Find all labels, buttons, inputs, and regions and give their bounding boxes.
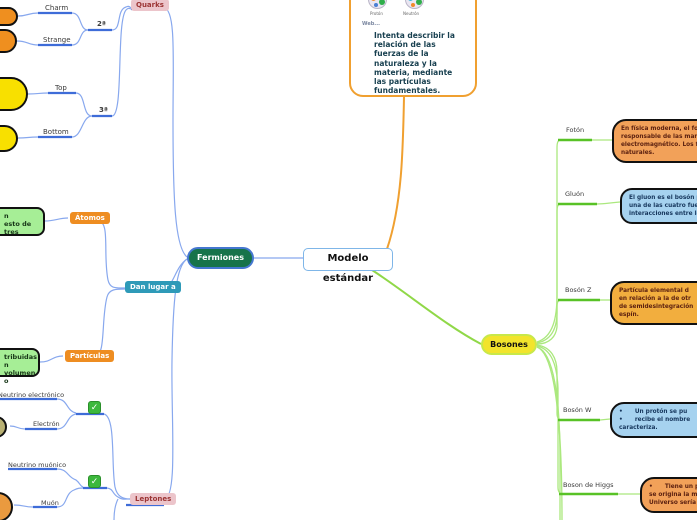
desc-line: En física moderna, el fot — [621, 126, 697, 132]
quark-bottom-pill[interactable] — [0, 125, 18, 152]
quark-top-label[interactable]: Top — [55, 84, 67, 92]
desc-line: responsable de las mani — [621, 134, 697, 140]
gluon-label[interactable]: Gluón — [565, 190, 585, 198]
quark-dot-icon — [408, 0, 413, 1]
desc-line: una de las cuatro fuerzas — [629, 203, 697, 209]
desc-line: • Un protón se pu — [619, 409, 688, 415]
web-link[interactable]: Web... — [362, 21, 381, 27]
particulas-badge[interactable]: Partículas — [65, 350, 115, 362]
blue-thin-links — [9, 5, 303, 520]
boson-w-desc-box[interactable]: • Un protón se pu • recibe el nombre car… — [610, 402, 697, 438]
quark-strange-label[interactable]: Strange — [43, 36, 71, 44]
desc-line: El gluon es el bosón port — [629, 195, 697, 201]
info-text-line: relación de las — [374, 40, 436, 50]
checkmark-icon[interactable]: ✓ — [88, 475, 101, 488]
dan-lugar-a-badge[interactable]: Dan lugar a — [125, 281, 181, 293]
info-text-line: fundamentales. — [374, 86, 441, 96]
quarks-badge[interactable]: Quarks — [131, 0, 169, 11]
quark-charm-pill[interactable] — [0, 7, 18, 26]
neutron-caption: Neutrón — [403, 11, 420, 16]
desc-line: • recibe el nombre — [619, 417, 691, 423]
foton-label[interactable]: Fotón — [566, 126, 585, 134]
info-text-line: materia, mediante — [374, 67, 453, 77]
quark-dot-icon — [374, 3, 378, 7]
desc-line: de semidesintegración — [619, 304, 694, 310]
leptones-badge[interactable]: Leptones — [130, 493, 177, 505]
proton-caption: Protón — [370, 11, 383, 16]
info-card-text: Intenta describir la relación de las fue… — [374, 31, 474, 95]
neutrino-muonico-label[interactable]: Neutrino muónico — [8, 461, 67, 469]
quark-top-pill[interactable] — [0, 77, 28, 111]
quark-strange-pill[interactable] — [0, 29, 17, 53]
checkmark-icon[interactable]: ✓ — [88, 401, 101, 414]
quark-dot-icon — [371, 0, 376, 1]
boson-z-label[interactable]: Bosón Z — [565, 286, 592, 294]
atomos-note-line: n — [4, 212, 9, 220]
foton-desc-box[interactable]: En física moderna, el fot responsable de… — [612, 119, 697, 163]
muon-label[interactable]: Muón — [41, 499, 59, 507]
gluon-desc-box[interactable]: El gluon es el bosón port una de las cua… — [620, 188, 697, 224]
quark-bottom-label[interactable]: Bottom — [43, 128, 69, 136]
atomos-badge[interactable]: Átomos — [70, 212, 110, 224]
root-node[interactable]: Modelo estándar — [303, 248, 393, 284]
muon-image[interactable] — [0, 492, 13, 520]
desc-line: en relación a la de otr — [619, 296, 691, 302]
desc-line: espín. — [619, 312, 639, 318]
desc-line: se origina la m — [649, 492, 697, 498]
info-text-line: fuerzas de la — [374, 49, 429, 59]
info-text-line: Intenta describir la — [374, 31, 455, 40]
info-text-line: naturaleza y la — [374, 58, 437, 68]
quark-dot-icon — [379, 0, 385, 5]
desc-line: electromagnético. Los fo — [621, 142, 697, 148]
particulas-note[interactable]: tribuidas n volumen o — [0, 348, 40, 385]
generation-3-label[interactable]: 3ª — [99, 106, 108, 114]
boson-w-label[interactable]: Bosón W — [563, 406, 592, 414]
root-to-bosones-link — [371, 269, 482, 345]
desc-line: Universo sería — [649, 500, 696, 506]
atomos-note[interactable]: n esto de tres — [0, 207, 45, 236]
desc-line: Partícula elemental d — [619, 288, 689, 294]
desc-line: • Tiene un p — [649, 484, 697, 490]
particulas-note-line: n volumen o — [4, 361, 36, 385]
boson-higgs-label[interactable]: Boson de Higgs — [563, 481, 614, 489]
root-to-infocard-link — [386, 96, 405, 250]
desc-line: caracteriza. — [619, 425, 658, 431]
desc-line: interacciones entre los qu — [629, 211, 697, 217]
info-card[interactable] — [349, 0, 477, 97]
boson-z-desc-box[interactable]: Partícula elemental d en relación a la d… — [610, 281, 697, 325]
neutrino-electronico-label[interactable]: Neutrino electrónico — [0, 391, 65, 399]
desc-line: naturales. — [621, 150, 655, 156]
electron-image[interactable] — [0, 416, 7, 438]
generation-2-label[interactable]: 2ª — [97, 20, 106, 28]
quark-dot-icon — [416, 0, 422, 5]
boson-higgs-desc-box[interactable]: • Tiene un p se origina la m Universo se… — [640, 477, 697, 513]
info-text-line: las partículas — [374, 77, 431, 87]
electron-label[interactable]: Electrón — [33, 420, 60, 428]
bosones-node[interactable]: Bosones — [481, 334, 537, 355]
fermiones-node[interactable]: Fermiones — [187, 247, 254, 269]
quark-dot-icon — [411, 3, 415, 7]
particulas-note-line: tribuidas — [4, 353, 37, 361]
atomos-note-line: esto de tres — [4, 220, 32, 236]
quark-charm-label[interactable]: Charm — [45, 4, 69, 12]
